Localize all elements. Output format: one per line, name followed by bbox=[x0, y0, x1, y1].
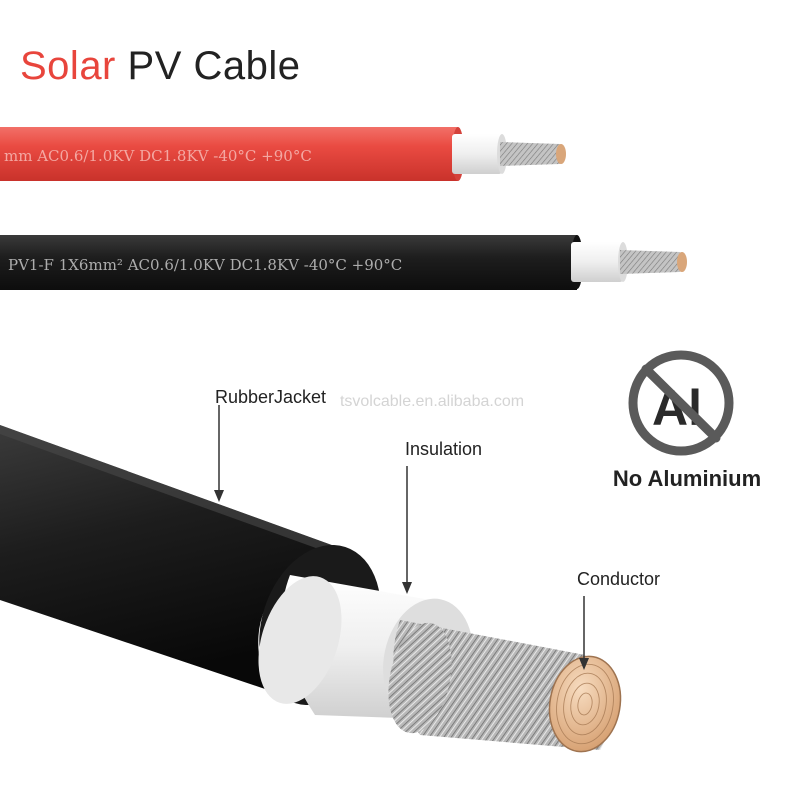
black-conductor bbox=[620, 250, 684, 274]
title-rest: PV Cable bbox=[127, 44, 301, 88]
red-cable: mm AC0.6/1.0KV DC1.8KV -40°C +90°C bbox=[0, 127, 566, 181]
copper-core bbox=[548, 655, 622, 753]
black-insulation bbox=[571, 242, 623, 282]
title-accent-word: Solar bbox=[20, 44, 116, 88]
cable-cross-section bbox=[0, 425, 622, 753]
black-cable: PV1-F 1X6mm² AC0.6/1.0KV DC1.8KV -40°C +… bbox=[0, 235, 687, 290]
page-title: Solar PV Cable bbox=[20, 44, 301, 89]
red-insulation bbox=[452, 134, 502, 174]
insulation-label: Insulation bbox=[405, 439, 482, 459]
black-cable-print: PV1-F 1X6mm² AC0.6/1.0KV DC1.8KV -40°C +… bbox=[8, 256, 402, 274]
rubber-jacket-label: RubberJacket bbox=[215, 387, 326, 407]
red-conductor bbox=[500, 142, 563, 166]
black-jacket bbox=[0, 235, 577, 290]
red-jacket bbox=[0, 127, 458, 181]
conductor-label: Conductor bbox=[577, 569, 660, 589]
rubber-jacket bbox=[0, 425, 340, 690]
watermark: tsvolcable.en.alibaba.com bbox=[340, 393, 524, 410]
no-aluminium-caption: No Aluminium bbox=[613, 466, 761, 491]
prohibited-sign-icon: Al bbox=[628, 350, 734, 456]
red-cable-print: mm AC0.6/1.0KV DC1.8KV -40°C +90°C bbox=[4, 147, 312, 165]
